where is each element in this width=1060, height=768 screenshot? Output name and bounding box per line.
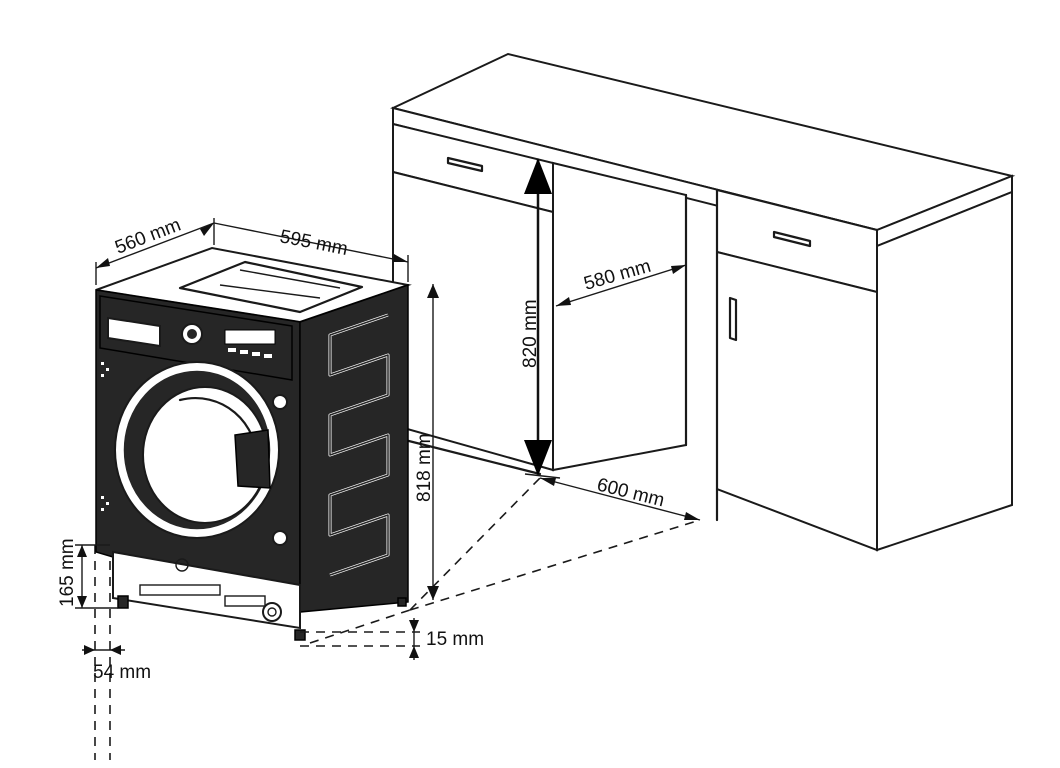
- label-machine-width: 595 mm: [278, 226, 349, 260]
- lower-hinge: [272, 530, 288, 546]
- dim-line-595: [213, 222, 409, 263]
- washing-machine: [95, 246, 412, 641]
- top-panel-detail: [178, 260, 364, 314]
- label-base-height: 165 mm: [57, 538, 78, 607]
- right-door: [716, 250, 878, 552]
- niche-back-panel: [552, 161, 687, 472]
- dim-line-600: [539, 477, 701, 521]
- label-machine-height: 818 mm: [414, 433, 435, 502]
- door-handle: [234, 429, 271, 489]
- dim-line-580: [555, 264, 687, 307]
- label-niche-depth: 600 mm: [595, 474, 667, 511]
- left-drawer-handle: [446, 156, 484, 173]
- upper-hinge: [272, 394, 288, 410]
- kitchen-cabinet: [390, 52, 1016, 552]
- right-unit-side: [876, 190, 1013, 552]
- left-hinge-marks: [101, 362, 109, 511]
- base-frame: [112, 550, 407, 641]
- label-machine-depth: 560 mm: [112, 214, 184, 258]
- label-foot-offset: 54 mm: [93, 662, 151, 683]
- right-drawer-handle: [772, 230, 812, 248]
- dim-line-560: [95, 222, 215, 269]
- floor-dash-2: [409, 519, 701, 611]
- label-niche-height: 820 mm: [520, 299, 541, 368]
- program-knob-center: [187, 329, 197, 339]
- label-foot-clearance: 15 mm: [426, 629, 484, 650]
- floor-guides: [94, 477, 701, 760]
- right-door-handle: [728, 296, 738, 342]
- floor-dash-3: [309, 609, 411, 644]
- detergent-drawer: [107, 316, 161, 348]
- left-plinth-line: [391, 435, 542, 476]
- dimension-lines: [75, 158, 701, 660]
- display-buttons: [224, 329, 276, 358]
- machine-side: [299, 283, 409, 613]
